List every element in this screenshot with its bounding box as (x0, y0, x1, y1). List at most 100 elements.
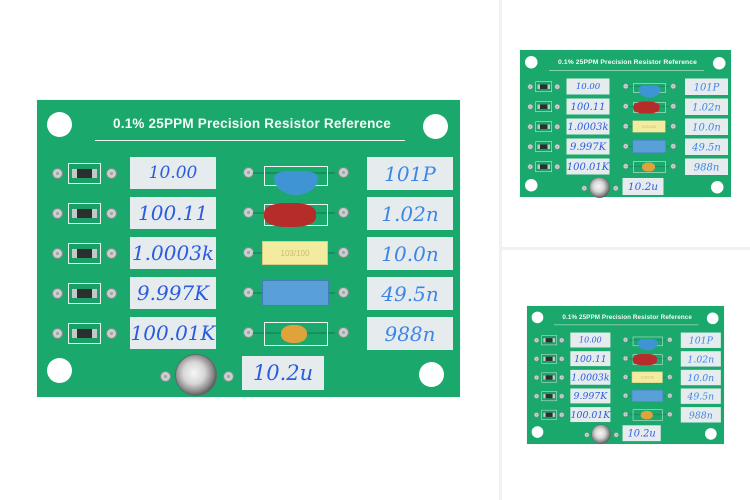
solder-pad (667, 393, 673, 399)
capacitor-value-label: 988n (685, 158, 728, 175)
inductor-value: 10.2u (627, 427, 656, 439)
smd-resistor-footprint (535, 161, 552, 172)
solder-pad (667, 374, 673, 380)
resistor-value-label: 10.00 (566, 78, 610, 95)
solder-pad (533, 337, 540, 343)
capacitor-value-label: 10.0n (680, 369, 721, 386)
resistor-value-label: 1.0003k (130, 237, 216, 269)
gallery-divider-vertical (499, 0, 502, 500)
pcb-board: 0.1% 25PPM Precision Resistor Reference … (37, 100, 460, 397)
thumbnail-2[interactable]: 0.1% 25PPM Precision Resistor Reference … (502, 250, 750, 500)
capacitor-value: 1.02n (381, 201, 439, 226)
solder-pad (554, 144, 560, 150)
smd-resistor-footprint (541, 372, 557, 383)
capacitor-value: 1.02n (687, 353, 715, 365)
smd-resistor-footprint (541, 335, 557, 346)
resistor-value: 100.01K (570, 408, 611, 421)
solder-pad (613, 432, 619, 438)
solder-pad (533, 374, 540, 381)
title-underline (549, 70, 704, 71)
smd-resistor (540, 104, 548, 109)
solder-pad (559, 393, 565, 399)
resistor-value: 9.997K (569, 140, 607, 153)
film-capacitor (264, 203, 316, 227)
smd-resistor-footprint (68, 163, 101, 184)
smd-resistor (545, 375, 553, 380)
solder-pad (670, 163, 676, 169)
capacitor-value-label: 101P (685, 78, 728, 95)
solder-pad (106, 168, 117, 179)
capacitor-value: 988n (693, 160, 720, 173)
capacitor-value-label: 49.5n (685, 138, 728, 155)
inductor-value: 10.2u (627, 180, 659, 193)
pcb-board: 0.1% 25PPM Precision Resistor Reference … (527, 306, 724, 444)
resistor-value-label: 9.997K (570, 388, 611, 404)
smd-resistor (77, 209, 92, 218)
mounting-hole (47, 112, 72, 137)
solder-pad (533, 356, 540, 362)
capacitor-value: 101P (688, 334, 713, 346)
solder-pad (559, 374, 565, 381)
solder-pad (559, 412, 565, 418)
solder-pad (667, 411, 673, 417)
resistor-value: 100.11 (570, 100, 606, 113)
capacitor-value: 101P (384, 161, 436, 186)
solder-pad (613, 185, 619, 191)
mounting-hole (711, 181, 724, 194)
resistor-value: 100.11 (574, 353, 607, 365)
mounting-hole (713, 57, 726, 70)
smd-resistor-footprint (535, 101, 552, 112)
capacitor-value-label: 101P (367, 157, 453, 190)
mounting-hole (706, 312, 719, 325)
capacitor-footprint (633, 161, 666, 173)
solder-pad (581, 185, 587, 191)
capacitor-value-label: 49.5n (680, 388, 721, 404)
capacitor-value-label: 10.0n (685, 118, 728, 135)
solder-pad (559, 356, 565, 362)
smd-resistor (545, 338, 553, 343)
solder-pad (554, 164, 560, 170)
resistor-value-label: 9.997K (566, 138, 610, 155)
mounting-hole (525, 56, 538, 69)
smd-resistor (77, 329, 92, 338)
capacitor-value: 101P (693, 80, 720, 93)
film-capacitor: 103/100 (631, 371, 663, 383)
solder-pad (584, 432, 590, 438)
capacitor-value: 10.0n (381, 241, 439, 266)
smd-resistor (545, 356, 553, 361)
pcb-board: 0.1% 25PPM Precision Resistor Reference … (520, 50, 731, 198)
solder-pad (527, 144, 533, 150)
capacitor-value-label: 10.0n (367, 237, 453, 270)
smd-resistor (545, 412, 553, 417)
smd-resistor-footprint (535, 141, 552, 152)
solder-pad (554, 124, 560, 130)
film-capacitor (633, 101, 660, 114)
capacitor-value-label: 988n (680, 407, 721, 423)
resistor-value: 1.0003k (571, 371, 610, 383)
thumbnail-1[interactable]: 0.1% 25PPM Precision Resistor Reference … (502, 0, 750, 247)
inductor-component (175, 354, 217, 396)
smd-resistor (77, 249, 92, 258)
title-underline (95, 140, 405, 141)
resistor-value: 9.997K (136, 281, 210, 305)
resistor-value-label: 100.01K (570, 407, 611, 423)
smd-resistor-footprint (541, 409, 557, 420)
resistor-value-label: 100.11 (566, 98, 610, 115)
mounting-hole (705, 428, 717, 440)
film-capacitor: 103/100 (262, 241, 328, 265)
solder-pad (338, 247, 349, 258)
pcb-board-content: 0.1% 25PPM Precision Resistor Reference … (527, 306, 724, 444)
mounting-hole (423, 114, 448, 139)
mounting-hole (47, 358, 72, 383)
solder-pad (670, 123, 676, 129)
resistor-value: 10.00 (575, 81, 601, 92)
inductor-component (591, 424, 611, 444)
solder-pad (106, 288, 117, 299)
mounting-hole (531, 426, 544, 438)
resistor-value-label: 100.11 (130, 197, 216, 229)
solder-pad (52, 208, 63, 219)
inductor-value: 10.2u (252, 361, 314, 385)
solder-pad (52, 288, 63, 299)
ceramic-capacitor (638, 85, 661, 98)
capacitor-value-label: 988n (367, 317, 453, 350)
